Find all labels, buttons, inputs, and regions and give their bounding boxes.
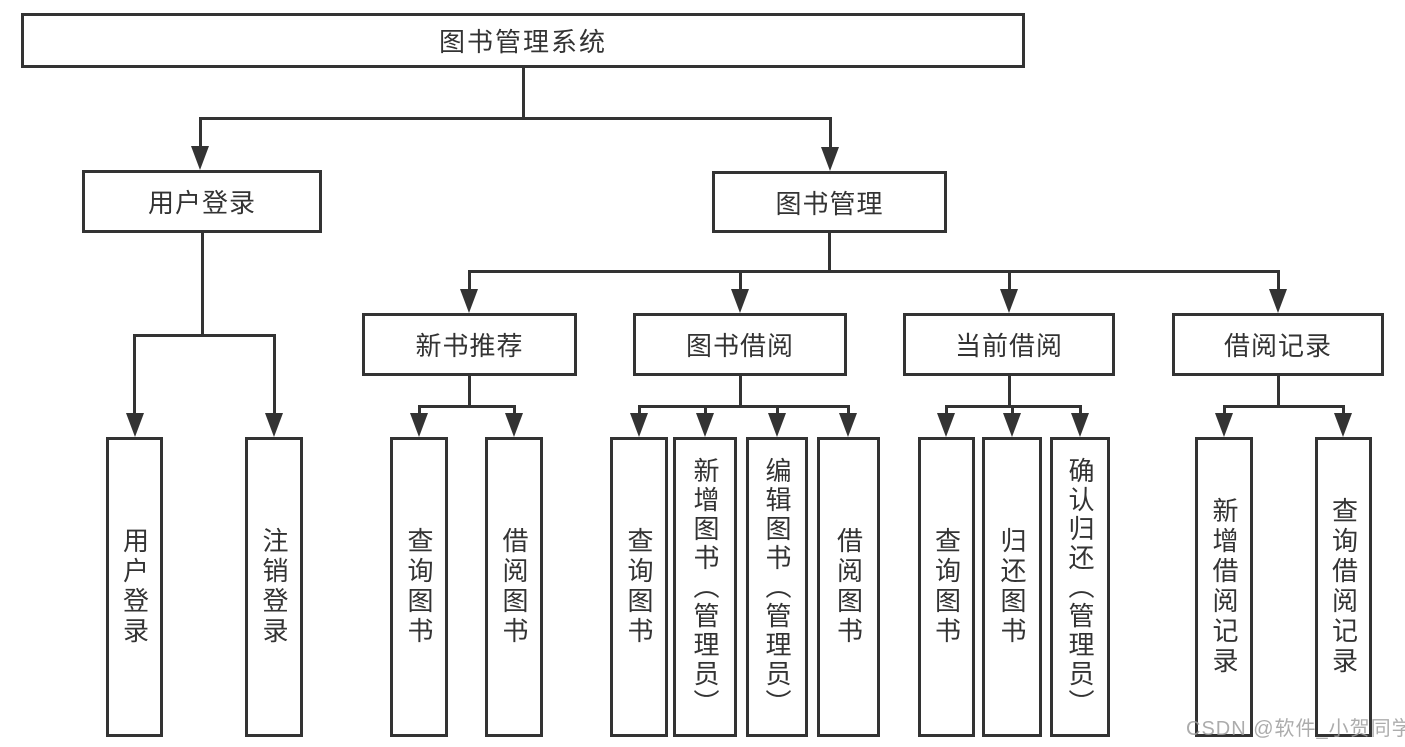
node-current-borrowing: 当前借阅: [903, 313, 1115, 376]
arrowhead-down-icon: [1269, 289, 1287, 313]
leaf-add-books-admin: 新增图书（管理员）: [673, 437, 737, 737]
connector-line: [1276, 270, 1280, 292]
connector-line: [1222, 405, 1226, 417]
arrowhead-down-icon: [125, 413, 144, 437]
connector-line: [133, 333, 276, 337]
connector-line: [417, 405, 421, 417]
watermark: CSDN @软件_小贺同学: [1186, 718, 1405, 740]
arrowhead-down-icon: [410, 413, 428, 437]
arrowhead-down-icon: [1215, 413, 1233, 437]
connector-line: [846, 405, 850, 417]
connector-line: [467, 269, 1280, 273]
connector-line: [1010, 405, 1014, 417]
leaf-query-books-3: 查询图书: [918, 437, 975, 737]
connector-line: [198, 117, 202, 150]
arrowhead-down-icon: [630, 413, 648, 437]
connector-line: [417, 404, 516, 408]
connector-line: [1007, 270, 1011, 292]
arrowhead-down-icon: [265, 413, 283, 437]
connector-line: [1276, 376, 1280, 407]
node-new-book-recommendation: 新书推荐: [362, 313, 577, 376]
leaf-edit-books-admin: 编辑图书（管理员）: [746, 437, 808, 737]
connector-line: [637, 405, 641, 417]
leaf-query-borrow-record: 查询借阅记录: [1315, 437, 1372, 737]
node-book-borrowing: 图书借阅: [633, 313, 847, 376]
node-borrowing-records: 借阅记录: [1172, 313, 1384, 376]
connector-line: [467, 270, 471, 292]
connector-line: [133, 334, 136, 417]
leaf-borrow-books-1: 借阅图书: [485, 437, 543, 737]
connector-line: [1341, 405, 1345, 417]
connector-line: [1007, 376, 1011, 407]
arrowhead-down-icon: [505, 413, 523, 437]
connector-line: [1222, 404, 1345, 408]
connector-line: [1078, 405, 1082, 417]
leaf-borrow-books-2: 借阅图书: [817, 437, 880, 737]
leaf-logout: 注销登录: [245, 437, 303, 737]
connector-line: [272, 334, 276, 417]
connector-line: [775, 405, 779, 417]
arrowhead-down-icon: [696, 413, 714, 437]
connector-line: [738, 376, 742, 407]
arrowhead-down-icon: [1334, 413, 1352, 437]
arrowhead-down-icon: [1071, 413, 1089, 437]
arrowhead-down-icon: [1003, 413, 1021, 437]
leaf-query-books-1: 查询图书: [390, 437, 448, 737]
arrowhead-down-icon: [191, 146, 209, 170]
arrowhead-down-icon: [839, 413, 857, 437]
leaf-user-login: 用户登录: [106, 437, 163, 737]
connector-line: [521, 68, 525, 118]
arrowhead-down-icon: [821, 147, 839, 171]
leaf-return-books: 归还图书: [982, 437, 1042, 737]
connector-line: [512, 405, 516, 417]
node-library-management-system: 图书管理系统: [21, 13, 1025, 68]
connector-line: [467, 376, 471, 407]
node-book-management: 图书管理: [712, 171, 947, 233]
connector-line: [828, 117, 832, 150]
arrowhead-down-icon: [768, 413, 786, 437]
connector-line: [200, 233, 204, 336]
arrowhead-down-icon: [460, 289, 478, 313]
node-user-login: 用户登录: [82, 170, 322, 233]
leaf-confirm-return-admin: 确认归还（管理员）: [1050, 437, 1110, 737]
leaf-query-books-2: 查询图书: [610, 437, 668, 737]
connector-line: [738, 270, 742, 292]
arrowhead-down-icon: [1000, 289, 1018, 313]
arrowhead-down-icon: [731, 289, 749, 313]
connector-line: [944, 405, 948, 417]
leaf-add-borrow-record: 新增借阅记录: [1195, 437, 1253, 737]
connector-line: [828, 233, 831, 272]
connector-line: [198, 116, 832, 120]
connector-line: [637, 404, 850, 408]
arrowhead-down-icon: [937, 413, 955, 437]
connector-line: [703, 405, 707, 417]
